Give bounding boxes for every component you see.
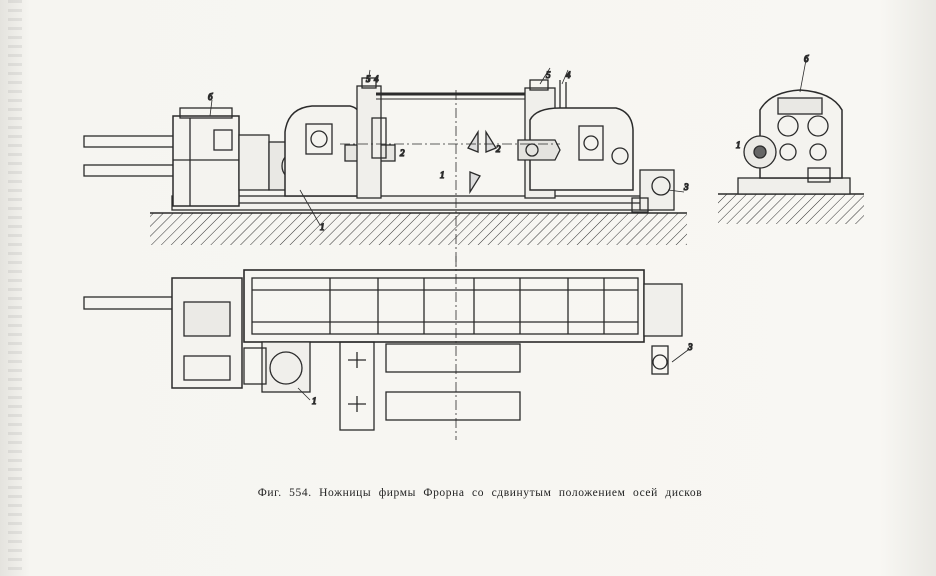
callout-label: 4 xyxy=(374,74,379,84)
foundation-hatch-main xyxy=(150,213,687,245)
side-elevation-view xyxy=(83,67,687,270)
callout-label: б xyxy=(208,92,213,102)
end-elevation-view xyxy=(718,59,864,224)
figure-caption: Фиг. 554. Ножницы фирмы Фрорна со сдвину… xyxy=(257,487,703,499)
callout-label: 1 xyxy=(320,222,325,232)
callout-label: 5 xyxy=(366,74,371,84)
callout-label: б xyxy=(804,54,809,64)
callout-label: 3 xyxy=(683,182,689,192)
callout-label: 3 xyxy=(687,342,693,352)
callout-label: 4 xyxy=(566,70,571,80)
callout-label: 5 xyxy=(546,70,551,80)
callout-label: 2 xyxy=(400,148,405,158)
callout-label: 1 xyxy=(440,170,445,180)
callout-label: 2 xyxy=(496,144,501,154)
page-edge-shadow xyxy=(8,0,22,576)
callout-label: 1 xyxy=(736,140,741,150)
foundation-hatch-end xyxy=(718,194,864,224)
plan-view xyxy=(83,256,689,440)
callout-label: 1 xyxy=(312,396,317,406)
